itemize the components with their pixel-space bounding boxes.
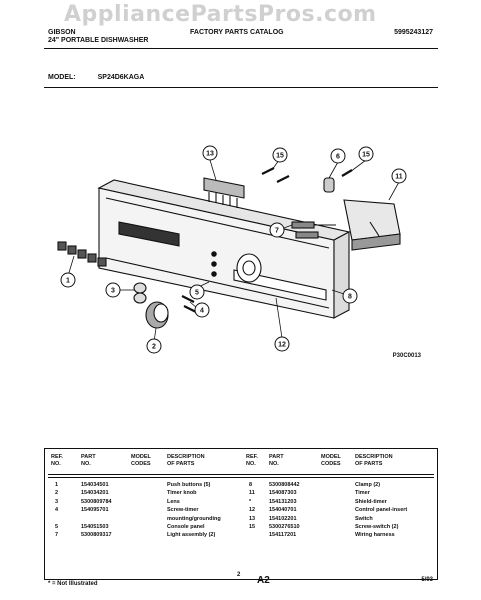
page-number: 2 [237,572,241,578]
product-subtitle: 24" PORTABLE DISHWASHER [48,37,149,44]
row-description: Shield-timer [355,498,387,505]
row-part-number: 154117201 [269,532,297,539]
callout-label: 6 [336,154,340,161]
watermark: AppliancePartsPros.com [64,2,377,27]
row-part-number: 154051503 [81,524,109,530]
row-description: Push buttons (5) [167,482,211,488]
col-head-model: MODEL CODES [321,454,341,467]
model-number: SP24D6KAGA [97,74,145,81]
row-description: Screw-timer [167,507,199,514]
row-part-number: 154087303 [269,490,297,497]
callout-label: 15 [276,153,284,160]
row-description: Console panel [167,524,205,530]
timer-unit [343,199,401,241]
callout-label: 11 [395,174,403,181]
row-part-number: 154102201 [269,515,297,522]
row-part-number: 5300809317 [81,532,112,539]
row-ref: 7 [55,532,59,539]
row-part-number: 154040701 [269,507,297,514]
callout-label: 8 [348,294,352,301]
callout-label: 7 [275,228,279,235]
row-ref: 13 [249,515,256,522]
col-head-desc: DESCRIPTION OF PARTS [355,454,393,467]
col-head-part: PART NO. [269,454,284,467]
model-label: MODEL: [48,74,76,81]
callout-label: 4 [200,308,204,315]
row-description: mounting/grounding [167,515,221,522]
row-description: Control panel-insert [355,507,408,514]
table-header-rule [48,474,434,475]
row-part-number: 154034201 [81,490,109,497]
callout-label: 1 [66,278,70,285]
row-part-number: 154034501 [81,482,109,488]
row-description: Switch [355,515,373,522]
clamp [323,177,335,193]
row-ref: 11 [249,490,255,497]
catalog-code: 5995243127 [394,29,433,36]
callout-label: 12 [278,342,286,349]
row-ref: 8 [249,482,253,488]
row-part-number: 154095701 [81,507,109,514]
callout-label: 13 [206,151,214,158]
row-ref: 12 [249,507,256,514]
col-head-desc: DESCRIPTION OF PARTS [167,454,205,467]
parts-table: REF. NO. PART NO. MODEL CODES DESCRIPTIO… [44,448,438,580]
row-ref: 2 [55,490,59,497]
footnote: * = Not Illustrated [48,581,98,587]
row-part-number: 154131203 [269,498,297,505]
callout-label: 3 [111,288,115,295]
brand-name: GIBSON [48,29,76,36]
col-head-ref: REF. NO. [246,454,258,467]
display-window [118,221,180,247]
table-header-rule [48,477,434,478]
callout-label: 15 [362,152,370,159]
row-description: Timer knob [167,490,197,497]
row-part-number: 5300809784 [81,498,112,505]
col-head-ref: REF. NO. [51,454,63,467]
row-ref: * [249,498,252,505]
push-button [57,241,67,251]
row-description: Lens [167,498,180,505]
row-description: Timer [355,490,370,497]
model-rule [44,87,438,88]
exploded-parts-diagram: 1 2 3 4 5 6 7 8 11 12 13 15 15 [57,145,407,354]
row-ref: 3 [55,498,59,505]
row-part-number: 5300276510 [269,524,300,530]
revision-date: 5/93 [421,577,433,583]
row-ref: 4 [55,507,59,514]
light-assembly [291,221,315,229]
callout-label: 5 [195,290,199,297]
row-ref: 15 [249,524,256,530]
model-line: MODEL: SP24D6KAGA [48,74,144,81]
row-description: Clamp (2) [355,482,381,488]
header-rule [44,48,438,49]
switch-block [203,177,245,199]
col-head-part: PART NO. [81,454,96,467]
timer-dial-opening [236,253,262,283]
row-description: Wiring harness [355,532,395,539]
console-panel-end [333,231,350,319]
callout-label: 2 [152,344,156,351]
figure-code: P30C0013 [392,353,421,359]
page-code: A2 [257,575,270,586]
row-description: Light assembly (2) [167,532,216,539]
col-head-model: MODEL CODES [131,454,151,467]
row-part-number: 5300808442 [269,482,300,488]
lens [133,282,147,294]
row-description: Screw-switch (2) [355,524,399,530]
row-ref: 1 [55,482,59,488]
row-ref: 5 [55,524,59,530]
catalog-title: FACTORY PARTS CATALOG [190,29,284,36]
